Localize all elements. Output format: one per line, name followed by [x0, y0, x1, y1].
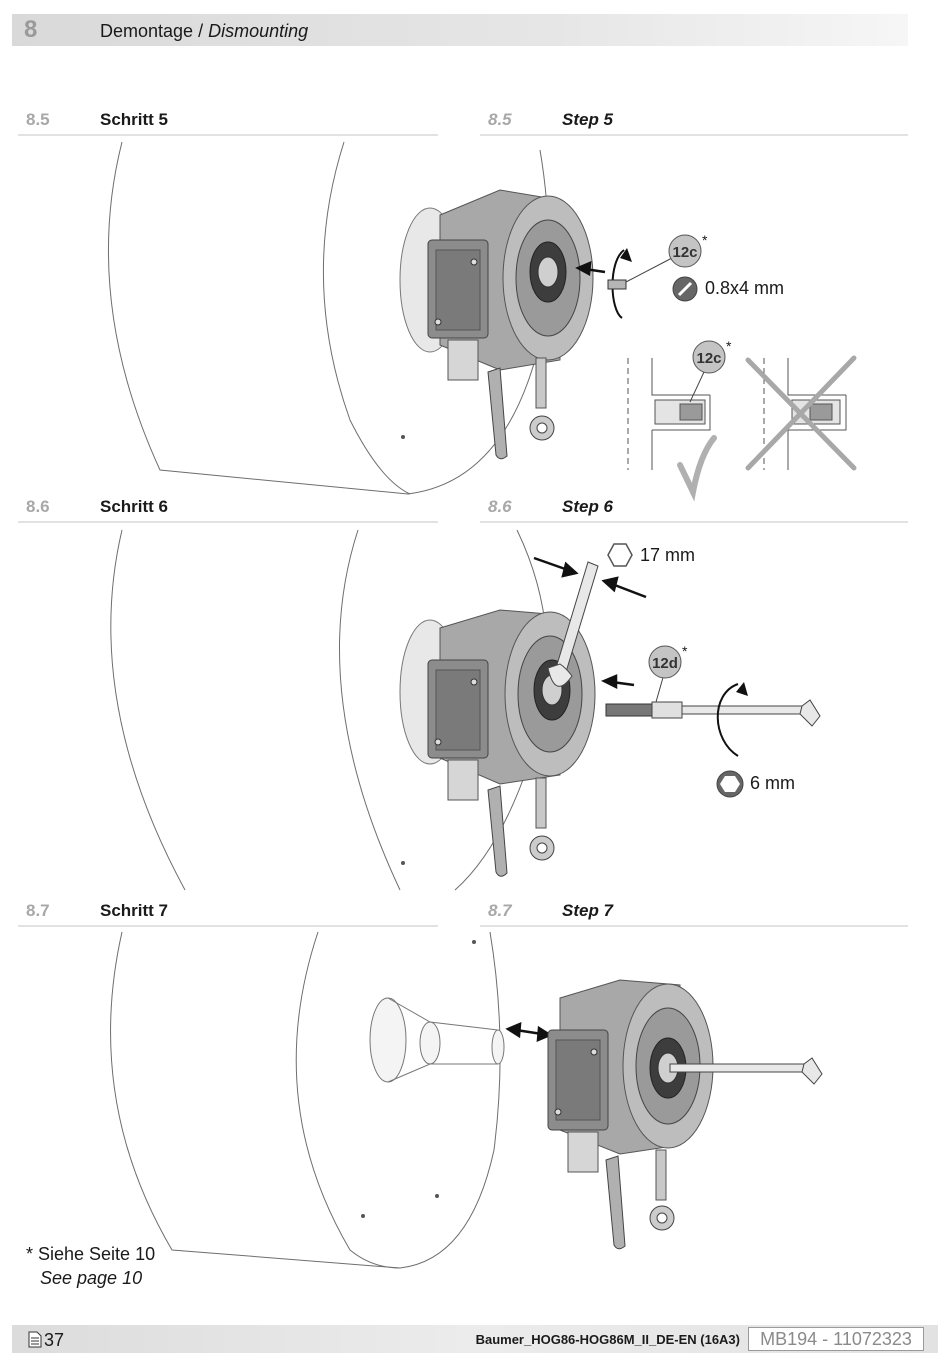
svg-text:12d: 12d [652, 655, 678, 672]
document-code: MB194 - 11072323 [748, 1327, 924, 1351]
document-name: Baumer_HOG86-HOG86M_II_DE-EN (16A3) [475, 1332, 740, 1347]
step6-rule-right [480, 521, 908, 523]
step5-title-de: Schritt 5 [100, 110, 169, 129]
chapter-title-de: Demontage [100, 21, 194, 41]
step6-callout: 12d [648, 645, 682, 679]
step5-callout-main-asterisk: * [702, 232, 708, 248]
step5-number-en: 8.5 [488, 110, 512, 129]
chapter-title-separator: / [193, 21, 209, 41]
step6-number-de: 8.6 [26, 497, 50, 516]
step6-rule-left [18, 521, 438, 523]
hex-key-icon [716, 770, 744, 798]
step5-illustration [108, 141, 857, 502]
cross-out-icon [745, 355, 857, 471]
step7-illustration [110, 931, 823, 1269]
step6-number-en: 8.6 [488, 497, 512, 516]
step5-callout-main: 12c [668, 234, 702, 268]
step7-title-en: Step 7 [562, 901, 614, 920]
step5-number-de: 8.5 [26, 110, 50, 129]
step6-callout-asterisk: * [682, 643, 688, 659]
step5-rule-right [480, 134, 908, 136]
chapter-title: Demontage / Dismounting [100, 14, 308, 46]
step7-rule-right [480, 925, 908, 927]
flat-screwdriver-icon [672, 276, 698, 302]
chapter-number: 8 [24, 16, 38, 43]
step7-rule-left [18, 925, 438, 927]
footnote-de: * Siehe Seite 10 [26, 1244, 156, 1264]
step5-title-en: Step 5 [562, 110, 614, 129]
encoder-step7 [547, 979, 714, 1250]
step6-title-en: Step 6 [562, 497, 614, 516]
step7-title-de: Schritt 7 [100, 901, 169, 920]
step7-number-en: 8.7 [488, 901, 512, 920]
step5-rule-left [18, 134, 438, 136]
checkmark-icon [677, 435, 717, 502]
step7-number-de: 8.7 [26, 901, 50, 920]
step5-callout-detail-asterisk: * [726, 338, 732, 354]
step6-hex-key-size: 6 mm [750, 773, 795, 793]
step6-title-de: Schritt 6 [100, 497, 169, 516]
hex-wrench-icon [607, 543, 633, 567]
step5-callout-detail: 12c [692, 340, 726, 374]
svg-text:12c: 12c [696, 350, 721, 367]
header-bar [12, 14, 908, 46]
step5-screwdriver-size: 0.8x4 mm [705, 278, 785, 298]
page-number: 37 [44, 1330, 65, 1350]
step6-wrench-size: 17 mm [640, 545, 696, 565]
encoder-step6 [399, 609, 596, 877]
chapter-title-en: Dismounting [208, 21, 309, 41]
encoder-step5 [399, 189, 594, 460]
document-page-icon [28, 1331, 42, 1348]
step6-illustration [110, 529, 821, 891]
footnote-en: See page 10 [40, 1268, 143, 1288]
svg-text:12c: 12c [672, 244, 697, 261]
